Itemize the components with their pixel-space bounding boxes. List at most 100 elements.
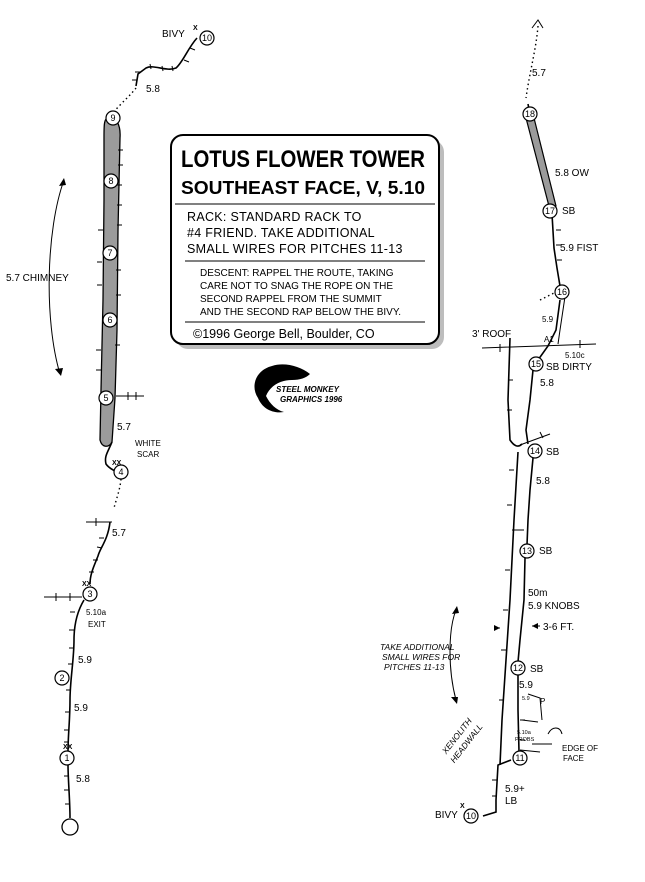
bivy-bolt-left: X <box>193 25 198 32</box>
grade-pitch-1: 5.8 <box>76 774 90 785</box>
bivy-label-right: BIVY <box>435 810 458 821</box>
svg-text:9: 9 <box>110 113 115 123</box>
bivy-bolt-right: X <box>460 803 465 810</box>
svg-text:18: 18 <box>525 109 535 119</box>
note-arrow-down-icon <box>451 697 458 704</box>
belay-7: 7 <box>102 245 118 261</box>
svg-text:8: 8 <box>108 176 113 186</box>
svg-text:16: 16 <box>557 287 567 297</box>
svg-text:1: 1 <box>64 753 69 763</box>
sb-dirty-label: SB DIRTY <box>546 362 592 373</box>
chimney-shading <box>99 116 121 447</box>
arrow-up-icon <box>59 178 66 186</box>
wires-note-line-1: TAKE ADDITIONAL <box>380 642 455 652</box>
summit-arrow-icon <box>531 19 544 29</box>
aid-a1-label: A1 <box>544 335 554 344</box>
white-scar-line-1: WHITE <box>135 439 161 448</box>
belay-6: 6 <box>102 312 118 328</box>
grade-5-10a-small: 5.10a <box>517 730 532 736</box>
edge-of-face-line-1: EDGE OF <box>562 744 598 753</box>
logo-line-2: GRAPHICS 1996 <box>280 395 343 404</box>
sb-pitch-13: SB <box>539 546 553 557</box>
bolts-pitch-4: XX <box>112 460 122 467</box>
steel-monkey-logo: STEEL MONKEY GRAPHICS 1996 <box>254 364 343 413</box>
belay-15: 15 <box>528 356 544 372</box>
route-title: LOTUS FLOWER TOWER <box>181 146 425 173</box>
grade-5-9-p16: 5.9 <box>542 315 554 324</box>
grade-pitch-3: 5.10a <box>86 608 107 617</box>
grade-pitch-5: 5.7 <box>117 422 131 433</box>
svg-text:10: 10 <box>202 33 212 43</box>
descent-line-2: CARE NOT TO SNAG THE ROPE ON THE <box>200 281 393 292</box>
rack-line-1: RACK: STANDARD RACK TO <box>187 210 362 224</box>
belay-9: 9 <box>105 110 121 126</box>
rack-line-3: SMALL WIRES FOR PITCHES 11-13 <box>187 242 403 256</box>
belay-1: 1 <box>59 750 75 766</box>
belay-12: 12 <box>510 660 526 676</box>
descent-line-3: SECOND RAPPEL FROM THE SUMMIT <box>200 294 382 305</box>
rope-length-label: 50m <box>528 588 547 599</box>
svg-text:2: 2 <box>59 673 64 683</box>
svg-text:5: 5 <box>103 393 108 403</box>
probs-small: PROBS <box>515 737 535 743</box>
belay-5: 5 <box>98 390 114 406</box>
bivy-label-left: BIVY <box>162 29 185 40</box>
belay-14: 14 <box>527 443 543 459</box>
grade-pitch-10: 5.9+ <box>505 784 525 795</box>
width-arrow-right-icon <box>532 623 538 629</box>
sb-pitch-17: SB <box>562 206 576 217</box>
svg-text:10: 10 <box>466 811 476 821</box>
belay-10-right: 10 <box>463 808 479 824</box>
copyright: ©1996 George Bell, Boulder, CO <box>193 327 375 341</box>
monkey-silhouette-icon <box>254 364 310 413</box>
chimney-crack-ticks <box>96 149 123 371</box>
svg-text:4: 4 <box>118 467 123 477</box>
grade-pitch-2a: 5.9 <box>78 655 92 666</box>
edge-of-face-line-2: FACE <box>563 754 584 763</box>
title-box: LOTUS FLOWER TOWER SOUTHEAST FACE, V, 5.… <box>170 134 444 349</box>
roof-label: 3' ROOF <box>472 329 511 340</box>
svg-text:3: 3 <box>87 589 92 599</box>
svg-text:6: 6 <box>107 315 112 325</box>
svg-text:15: 15 <box>531 359 541 369</box>
grade-pitch-9: 5.8 <box>146 84 160 95</box>
sb-pitch-12: SB <box>530 664 544 675</box>
svg-text:7: 7 <box>107 248 112 258</box>
belay-8: 8 <box>103 173 119 189</box>
grade-summit-pitch: 5.7 <box>532 68 546 79</box>
note-arrow-up-icon <box>452 606 459 614</box>
logo-line-1: STEEL MONKEY <box>276 385 340 394</box>
descent-line-1: DESCENT: RAPPEL THE ROUTE, TAKING <box>200 268 394 279</box>
svg-text:17: 17 <box>545 206 555 216</box>
left-topo-pitches-1-10: 10 9 8 7 6 5 4 3 2 1 BIVY X 5.8 5.7 CHIM… <box>6 25 215 836</box>
svg-text:14: 14 <box>530 446 540 456</box>
belay-2: 2 <box>54 670 70 686</box>
grade-pitch-4: 5.7 <box>112 528 126 539</box>
start-circle-icon <box>61 818 79 836</box>
belay-4: 4 <box>113 464 129 480</box>
grade-pitch-14: 5.8 <box>536 476 550 487</box>
grade-pitch-15: 5.8 <box>540 378 554 389</box>
belay-13: 13 <box>519 543 535 559</box>
bolts-pitch-3: XX <box>82 581 92 588</box>
belay-3: 3 <box>82 586 98 602</box>
sb-pitch-14: SB <box>546 447 560 458</box>
grade-pitch-2b: 5.9 <box>74 703 88 714</box>
belay-10-left: 10 <box>199 30 215 46</box>
svg-text:12: 12 <box>513 663 523 673</box>
grade-5-9-small: 5.9 <box>522 696 530 702</box>
right-topo-pitches-10-18: 18 17 16 15 14 13 12 11 10 5.7 5.8 OW SB… <box>380 19 598 824</box>
grade-pitch-18: 5.8 OW <box>555 168 589 179</box>
chimney-label: 5.7 CHIMNEY <box>6 273 69 284</box>
width-arrow-left-icon <box>494 625 500 631</box>
wires-note-line-2: SMALL WIRES FOR <box>382 652 460 662</box>
wires-note-line-3: PITCHES 11-13 <box>384 662 445 672</box>
white-scar-line-2: SCAR <box>137 450 159 459</box>
lieback-label: LB <box>505 796 518 807</box>
route-subtitle: SOUTHEAST FACE, V, 5.10 <box>181 178 425 198</box>
rack-line-2: #4 FRIEND. TAKE ADDITIONAL <box>187 226 375 240</box>
grade-pitch-12: 5.9 <box>519 680 533 691</box>
descent-line-4: AND THE SECOND RAP BELOW THE BIVY. <box>200 307 401 318</box>
svg-text:11: 11 <box>515 753 524 763</box>
